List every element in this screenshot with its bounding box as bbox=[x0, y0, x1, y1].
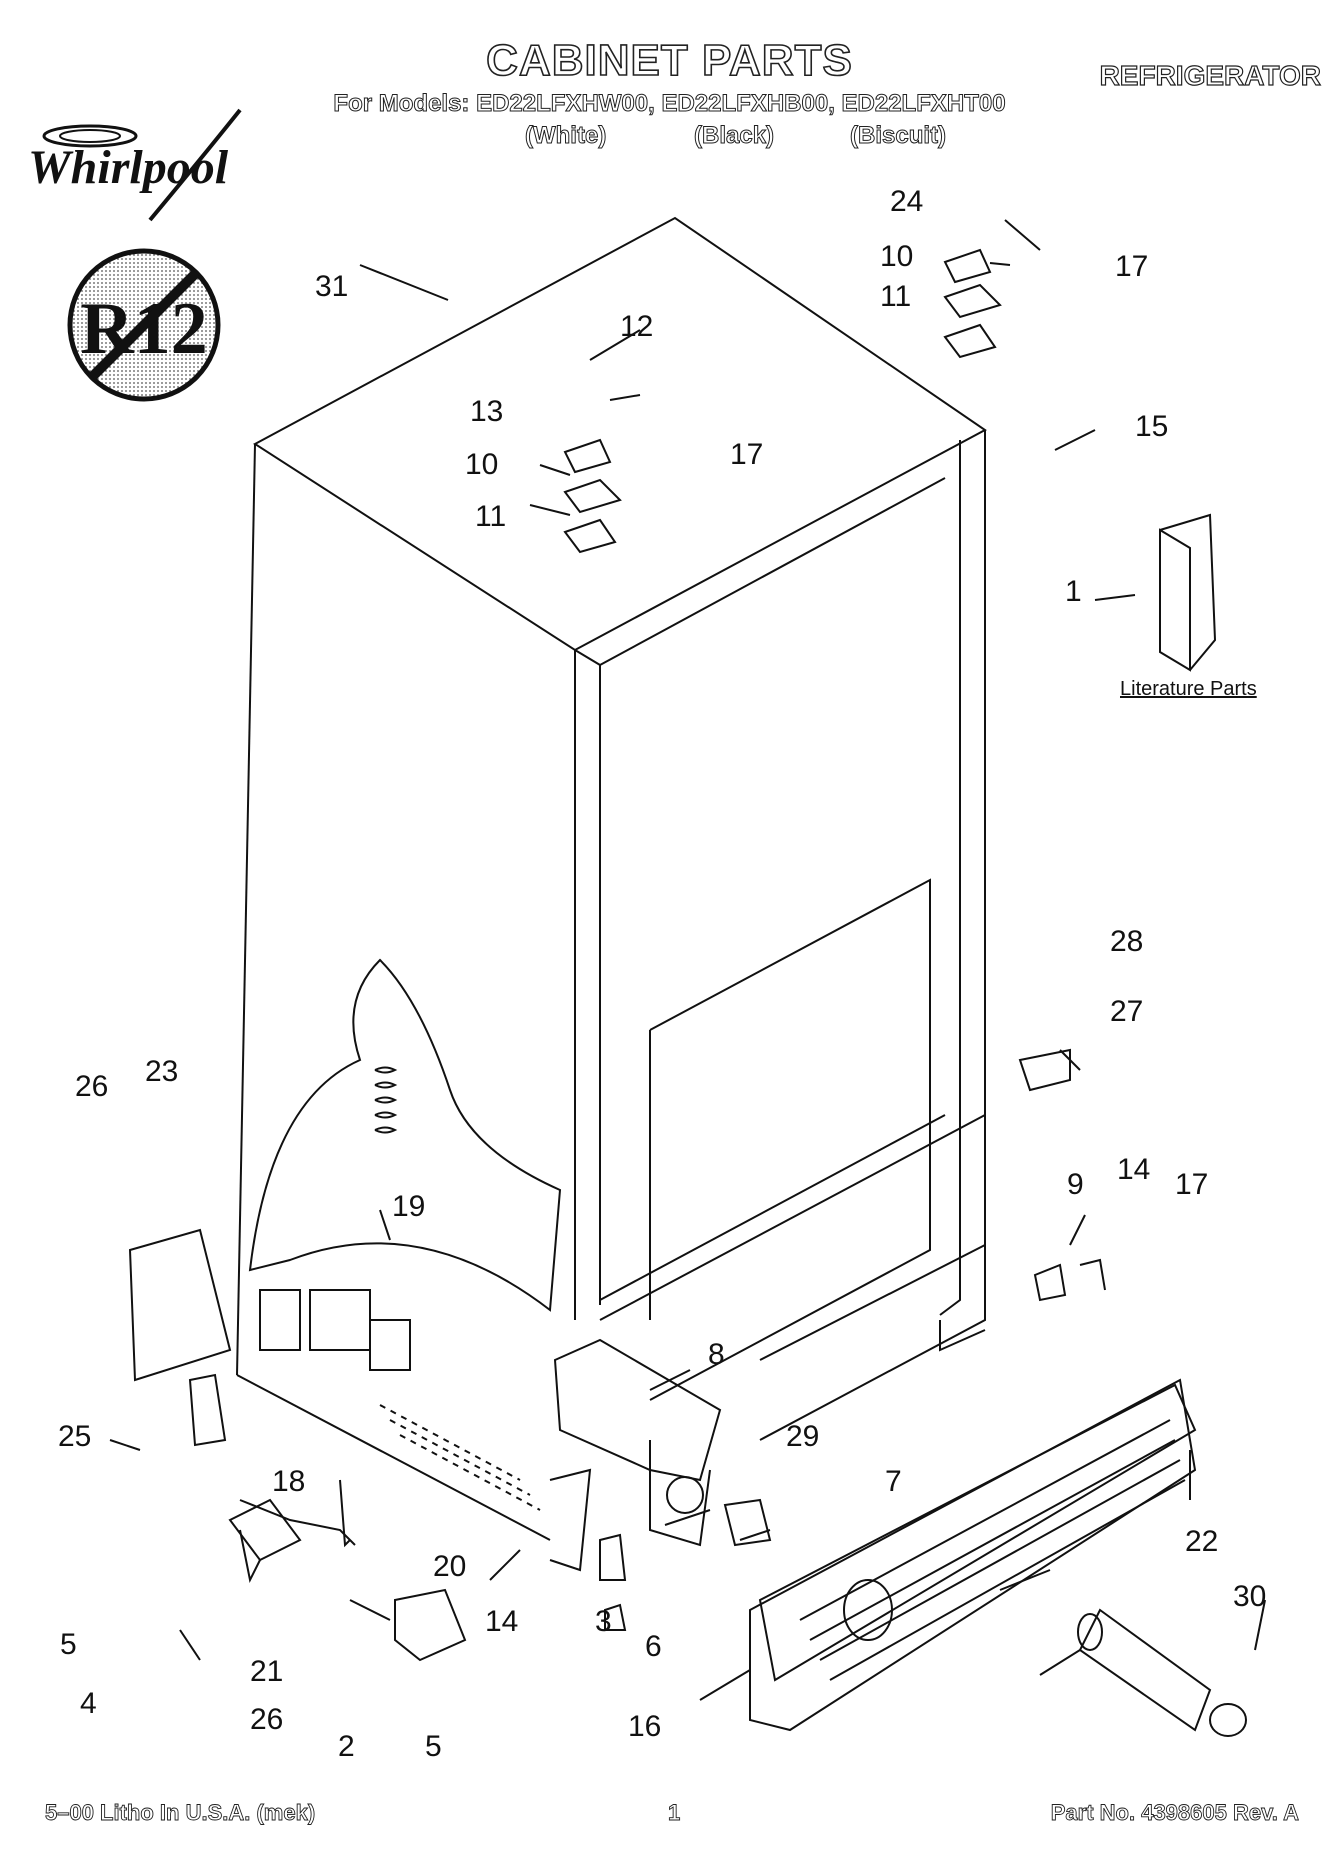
callout-13: 13 bbox=[470, 395, 504, 428]
callout-10-b: 10 bbox=[880, 240, 914, 273]
callout-3: 3 bbox=[595, 1605, 612, 1638]
callout-24: 24 bbox=[890, 185, 924, 218]
callout-20: 20 bbox=[433, 1550, 467, 1583]
callout-4: 4 bbox=[80, 1687, 97, 1720]
callout-5-b: 5 bbox=[425, 1730, 442, 1763]
callout-10-a: 10 bbox=[465, 448, 499, 481]
callout-27: 27 bbox=[1110, 995, 1144, 1028]
brand-swirl-icon bbox=[42, 124, 138, 148]
model-list: For Models: ED22LFXHW00, ED22LFXHB00, ED… bbox=[333, 90, 1006, 118]
callout-11-a: 11 bbox=[475, 500, 507, 533]
callout-17-b: 17 bbox=[1115, 250, 1149, 283]
callout-14-a: 14 bbox=[1117, 1153, 1151, 1186]
callout-6: 6 bbox=[645, 1630, 662, 1663]
callout-11-b: 11 bbox=[880, 280, 912, 313]
callout-16: 16 bbox=[628, 1710, 662, 1743]
no-r12-icon: R12 bbox=[67, 248, 221, 402]
page-title: CABINET PARTS bbox=[485, 35, 853, 86]
callout-25: 25 bbox=[58, 1420, 92, 1453]
callout-26-a: 26 bbox=[75, 1070, 109, 1103]
color-black: (Black) bbox=[693, 122, 775, 150]
callout-5-a: 5 bbox=[60, 1628, 77, 1661]
callout-29: 29 bbox=[786, 1420, 820, 1453]
callout-2: 2 bbox=[338, 1730, 355, 1763]
product-category: REFRIGERATOR bbox=[1099, 59, 1322, 91]
callout-21: 21 bbox=[250, 1655, 284, 1688]
callout-17-c: 17 bbox=[1175, 1168, 1209, 1201]
callout-23: 23 bbox=[145, 1055, 179, 1088]
callout-19: 19 bbox=[392, 1190, 426, 1223]
callout-15: 15 bbox=[1135, 410, 1169, 443]
color-white: (White) bbox=[524, 122, 607, 150]
part-number: Part No. 4398605 Rev. A bbox=[1050, 1800, 1299, 1826]
brand-swoosh-icon bbox=[148, 108, 242, 222]
callout-12: 12 bbox=[620, 310, 654, 343]
callout-22: 22 bbox=[1185, 1525, 1219, 1558]
callout-18: 18 bbox=[272, 1465, 306, 1498]
color-biscuit: (Biscuit) bbox=[850, 122, 947, 150]
callout-31: 31 bbox=[315, 270, 349, 303]
callout-26-b: 26 bbox=[250, 1703, 284, 1736]
footer-print-info: 5–00 Litho In U.S.A. (mek) bbox=[45, 1800, 316, 1826]
page-number: 1 bbox=[668, 1800, 681, 1826]
callout-9: 9 bbox=[1067, 1168, 1084, 1201]
callout-1: 1 bbox=[1065, 575, 1082, 608]
callout-14-b: 14 bbox=[485, 1605, 519, 1638]
literature-parts-label: Literature Parts bbox=[1120, 678, 1257, 700]
callout-17-a: 17 bbox=[730, 438, 764, 471]
callout-30: 30 bbox=[1233, 1580, 1267, 1613]
callout-8: 8 bbox=[708, 1338, 725, 1371]
callout-7: 7 bbox=[885, 1465, 902, 1498]
callout-28: 28 bbox=[1110, 925, 1144, 958]
